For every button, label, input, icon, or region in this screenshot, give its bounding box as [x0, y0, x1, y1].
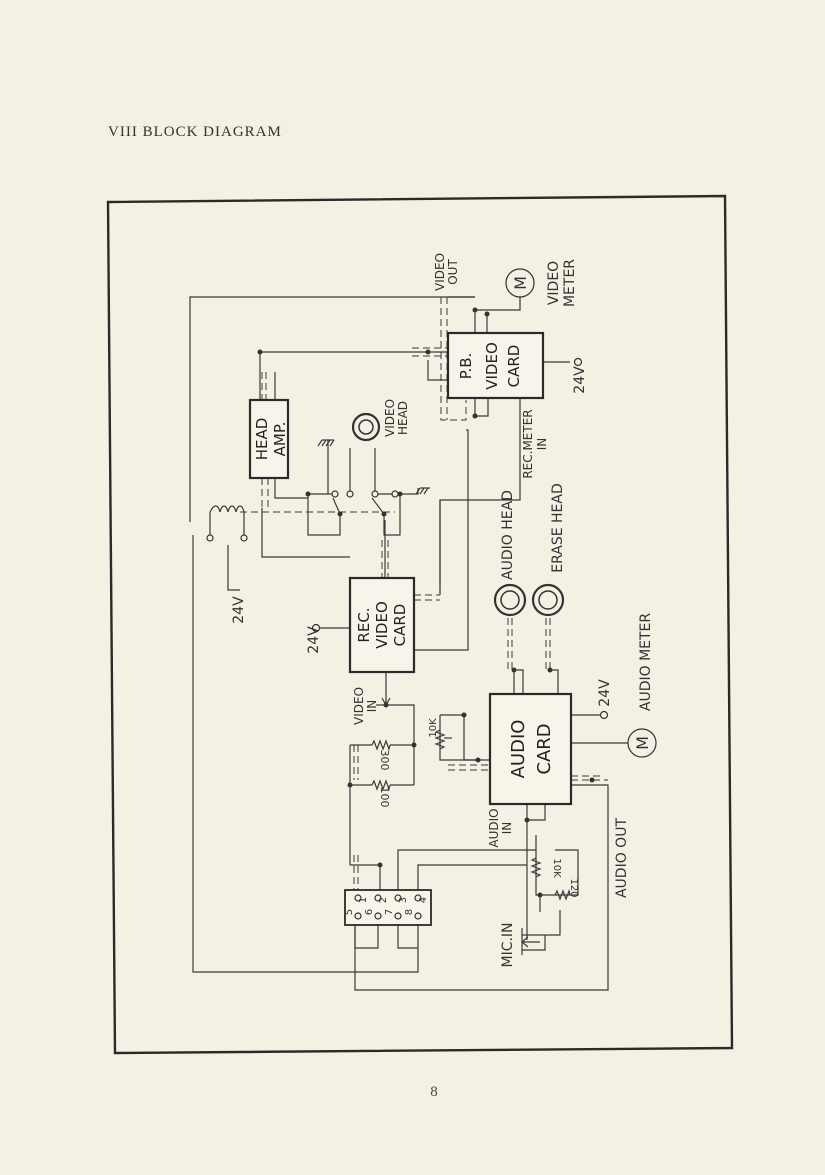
svg-text:VIDEO: VIDEO — [352, 687, 366, 725]
svg-text:24V: 24V — [572, 366, 588, 394]
pb-video-card-label-2: VIDEO — [483, 342, 501, 390]
audio-head-icon — [493, 583, 527, 617]
svg-text:M: M — [633, 736, 652, 750]
label-120: 120 — [568, 878, 579, 897]
erase-head-icon — [531, 583, 565, 617]
pb-video-card-label-1: P.B. — [457, 353, 475, 380]
head-amp-label-2: AMP. — [271, 422, 289, 457]
pin-3: 3 — [398, 897, 409, 903]
video-head-switch — [331, 490, 399, 517]
svg-text:24V: 24V — [597, 679, 613, 707]
mic-in-label: MIC.IN — [500, 922, 516, 967]
video-in-label: VIDEO IN — [352, 687, 379, 725]
pin-4: 4 — [418, 897, 429, 903]
svg-text:100: 100 — [378, 787, 391, 808]
svg-text:VIDEO: VIDEO — [383, 399, 397, 437]
video-meter-symbol: M — [505, 268, 535, 298]
head-amp: HEAD AMP. — [248, 398, 290, 480]
pin-1: 1 — [358, 897, 369, 903]
svg-text:M: M — [511, 276, 530, 290]
resistor-100 — [371, 779, 391, 792]
pin-5: 5 — [344, 909, 355, 915]
svg-text:REC.METER: REC.METER — [521, 409, 535, 478]
svg-text:OUT: OUT — [446, 259, 460, 285]
label-24v-relay: 24V — [231, 596, 247, 624]
potentiometer-10k — [434, 729, 452, 750]
audio-card-label-1: AUDIO — [508, 720, 529, 779]
audio-in-label: AUDIO IN — [487, 808, 514, 847]
terminal-24v-audio — [599, 710, 609, 720]
label-10k-audio: 10K — [428, 718, 439, 738]
video-head-icon — [351, 412, 381, 442]
pb-video-card: P.B. VIDEO CARD — [446, 331, 545, 400]
svg-text:AUDIO METER: AUDIO METER — [638, 613, 654, 712]
resistor-120 — [554, 888, 571, 901]
terminal-24v-pb — [573, 357, 583, 367]
audio-head-label: AUDIO HEAD — [500, 490, 516, 580]
label-24v-pb: 24V — [572, 366, 588, 394]
svg-text:24V: 24V — [231, 596, 247, 624]
svg-text:10K: 10K — [551, 858, 562, 878]
svg-text:ERASE HEAD: ERASE HEAD — [550, 483, 566, 573]
svg-text:METER: METER — [562, 259, 578, 307]
mic-input-jack — [521, 928, 540, 955]
label-24v-rec: 24V — [306, 626, 322, 654]
pin-2: 2 — [378, 897, 389, 903]
svg-text:AUDIO HEAD: AUDIO HEAD — [500, 490, 516, 580]
svg-text:IN: IN — [535, 438, 549, 451]
video-head-label: VIDEO HEAD — [383, 399, 410, 437]
pin-6: 6 — [364, 909, 375, 915]
pin-8: 8 — [404, 909, 415, 915]
relay-coil-icon — [206, 505, 248, 542]
pb-video-card-label-3: CARD — [505, 345, 523, 388]
video-meter-label: VIDEO METER — [546, 259, 578, 307]
wiring — [189, 296, 628, 991]
svg-text:120: 120 — [568, 878, 579, 897]
page-heading: VIII BLOCK DIAGRAM — [108, 124, 282, 140]
page-number: 8 — [430, 1084, 438, 1100]
rec-meter-in-label: REC.METER IN — [521, 409, 549, 478]
svg-text:IN: IN — [365, 700, 379, 713]
terminal-24v-rec — [311, 623, 321, 633]
svg-text:VIDEO: VIDEO — [433, 253, 447, 291]
svg-text:MIC.IN: MIC.IN — [500, 922, 516, 967]
rec-video-card-label-1: REC. — [355, 607, 373, 642]
ground-icon — [317, 439, 335, 447]
diagram-frame — [106, 194, 734, 1055]
svg-text:HEAD: HEAD — [396, 401, 410, 435]
audio-meter-symbol: M — [627, 728, 657, 758]
erase-head-label: ERASE HEAD — [550, 483, 566, 573]
audio-meter-label: AUDIO METER — [638, 613, 654, 712]
label-300: 300 — [378, 750, 391, 771]
connector-block: 1 2 3 4 5 6 7 8 — [344, 889, 432, 926]
audio-card: AUDIO CARD — [488, 692, 573, 806]
rec-video-card-label-3: CARD — [391, 604, 409, 647]
resistor-300 — [371, 739, 391, 752]
video-out-label: VIDEO OUT — [433, 253, 460, 291]
svg-text:IN: IN — [500, 822, 514, 835]
svg-text:AUDIO OUT: AUDIO OUT — [614, 818, 630, 898]
audio-card-label-2: CARD — [534, 723, 555, 774]
svg-text:AUDIO: AUDIO — [487, 808, 501, 847]
audio-out-label: AUDIO OUT — [614, 818, 630, 898]
head-amp-label-1: HEAD — [253, 418, 271, 461]
ground-icon — [415, 487, 430, 495]
rec-video-card-label-2: VIDEO — [373, 601, 391, 649]
rec-video-card: REC. VIDEO CARD — [348, 576, 416, 674]
resistor-10k-mic — [530, 857, 542, 878]
svg-text:VIDEO: VIDEO — [546, 261, 562, 305]
svg-text:24V: 24V — [306, 626, 322, 654]
pin-7: 7 — [384, 909, 395, 915]
svg-text:300: 300 — [378, 750, 391, 771]
junction-dots — [257, 307, 595, 898]
svg-text:10K: 10K — [428, 718, 439, 738]
label-24v-audio: 24V — [597, 679, 613, 707]
label-10k-mic: 10K — [551, 858, 562, 878]
label-100: 100 — [378, 787, 391, 808]
